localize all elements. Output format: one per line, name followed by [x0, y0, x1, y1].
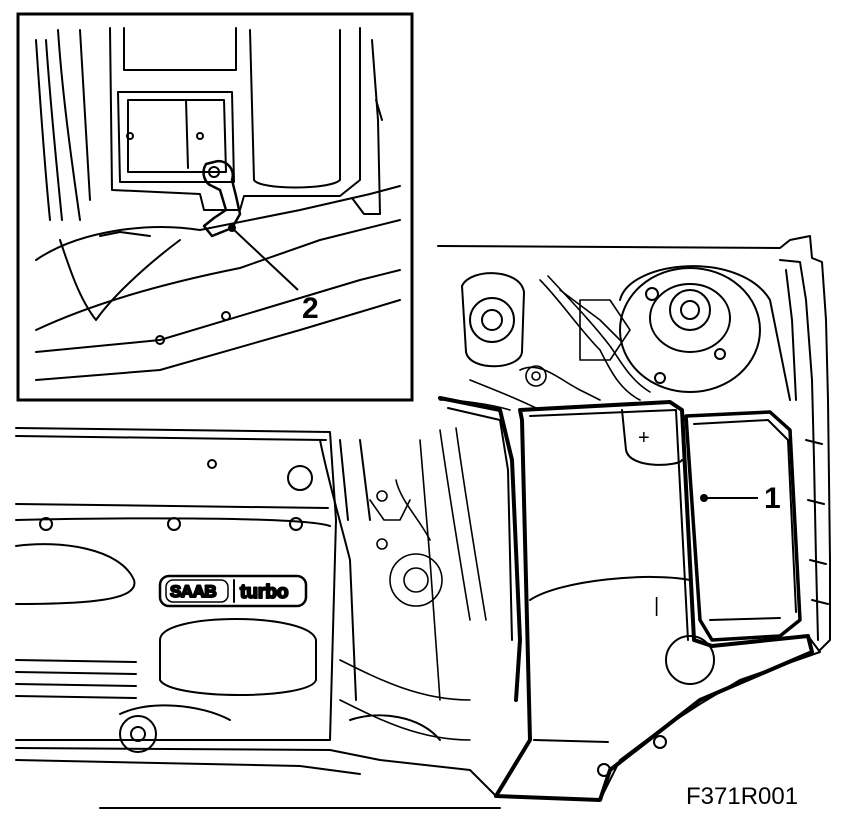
engine-cover: [15, 427, 371, 741]
logo-saab-text: SAAB: [170, 582, 216, 601]
strut-tower: [619, 265, 791, 401]
battery-minus-symbol: |: [654, 595, 659, 617]
fender-outline: [437, 235, 831, 651]
callout-2-label: 2: [302, 292, 319, 325]
battery-cable: [438, 396, 522, 702]
battery-plus-symbol: +: [638, 427, 650, 449]
lower-sill: [599, 635, 821, 801]
saab-turbo-logo: [158, 574, 308, 608]
fender-inner-edge: [779, 259, 819, 641]
center-hoses: [339, 427, 487, 741]
fuse-box: [684, 410, 802, 642]
coolant-reservoir: [461, 272, 525, 368]
figure-id-label: F371R001: [686, 783, 798, 810]
inset-connector: [202, 159, 242, 238]
logo-turbo-text: turbo: [240, 582, 289, 603]
wiring-harness: [439, 275, 651, 411]
detail-inset: 2: [16, 12, 414, 402]
callout-1-dot: [700, 494, 708, 502]
engine-bay-illustration: + |: [15, 235, 831, 809]
callout-2-leader: [231, 227, 299, 291]
callout-1-label: 1: [764, 482, 781, 515]
battery-cover: + |: [494, 400, 814, 802]
bottom-frame: [15, 747, 497, 797]
callout-2-dot: [228, 224, 236, 232]
